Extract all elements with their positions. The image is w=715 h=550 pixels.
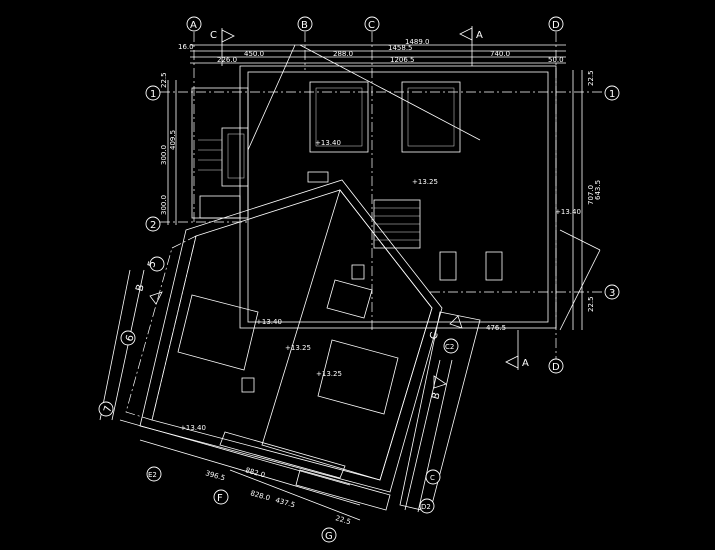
section-a-bottom: A (522, 358, 529, 369)
elevation-label: +13.40 (555, 208, 581, 216)
section-a-top: A (476, 30, 483, 41)
elevation-label: +13.40 (315, 139, 341, 147)
dim-text: 288.0 (333, 50, 353, 58)
section-c-top: C (210, 30, 217, 41)
dimension-texts: 1489.0 1458.5 450.0 288.0 740.0 226.0 12… (160, 38, 602, 526)
dim-text: 882.0 (244, 466, 265, 479)
section-b-right: B (430, 391, 443, 401)
skylight (317, 339, 399, 415)
grid-bubble-1-right: 1 (609, 89, 615, 100)
rotated-roof (125, 44, 601, 513)
grid-bubble-c: C (368, 20, 375, 31)
grid-bubble-d: D (552, 20, 560, 31)
elevation-label: +13.25 (316, 370, 342, 378)
grid-bubbles: A B C D D 1 1 2 3 5 6 7 E2 F G C2 D2 C (98, 16, 620, 543)
dim-text: 22.5 (334, 514, 351, 526)
grid-bubble-d2: D2 (421, 503, 431, 511)
stair-annex (191, 87, 249, 219)
dim-text: 1206.5 (390, 56, 415, 64)
dim-text: 707.0 (587, 185, 595, 205)
grid-bubble-c-rot: C (430, 474, 435, 482)
roof-outlet (439, 251, 457, 281)
dim-text: 450.0 (244, 50, 264, 58)
grid-bubble-6: 6 (124, 334, 136, 343)
grid-bubble-d-bottom: D (552, 362, 560, 373)
dim-text: 16.0 (178, 43, 194, 51)
skylight (401, 81, 461, 153)
section-b-left: B (134, 283, 147, 293)
grid-bubble-1: 1 (150, 89, 156, 100)
grid-bubble-e2: E2 (148, 471, 157, 479)
dim-text: 740.0 (490, 50, 510, 58)
dim-text: 409.5 (169, 130, 177, 150)
section-markers: A A C C B B (134, 26, 529, 401)
dim-text: 1458.5 (388, 44, 413, 52)
grid-bubble-g: G (325, 531, 333, 542)
elevation-label: +13.25 (412, 178, 438, 186)
skylight (177, 294, 259, 371)
grid-bubble-c2: C2 (445, 343, 454, 351)
main-roof (239, 65, 557, 329)
dim-text: 22.5 (587, 70, 595, 86)
elevation-marks: +13.40 +13.25 +13.40 +13.25 +13.25 +13.4… (180, 139, 581, 432)
dim-text: 226.0 (217, 56, 237, 64)
dim-text: 300.0 (160, 195, 168, 215)
grid-bubble-a: A (190, 20, 197, 31)
elevation-label: +13.40 (256, 318, 282, 326)
dim-text: 300.0 (160, 145, 168, 165)
roof-outlet (485, 251, 503, 281)
dim-text: 50.0 (548, 56, 564, 64)
elevation-label: +13.25 (285, 344, 311, 352)
grid-lines (160, 32, 602, 360)
dim-text: 1489.0 (405, 38, 430, 46)
dim-text: 476.5 (486, 324, 506, 332)
skylight (309, 81, 369, 153)
grid-bubble-2: 2 (150, 220, 156, 231)
dim-text: 22.5 (160, 72, 168, 88)
dim-text: 437.5 (274, 496, 295, 509)
grid-bubble-7: 7 (102, 405, 114, 414)
dim-text: 643.5 (594, 180, 602, 200)
dimension-lines (99, 44, 583, 521)
section-c-right: C (428, 331, 441, 341)
grid-bubble-5: 5 (146, 260, 158, 269)
grid-bubble-3: 3 (609, 288, 615, 299)
dim-text: 828.0 (249, 489, 270, 502)
elevation-label: +13.40 (180, 424, 206, 432)
grid-bubble-b: B (301, 20, 308, 31)
grid-bubble-f: F (217, 493, 223, 504)
dim-text: 22.5 (587, 296, 595, 312)
dim-text: 396.5 (204, 469, 225, 482)
